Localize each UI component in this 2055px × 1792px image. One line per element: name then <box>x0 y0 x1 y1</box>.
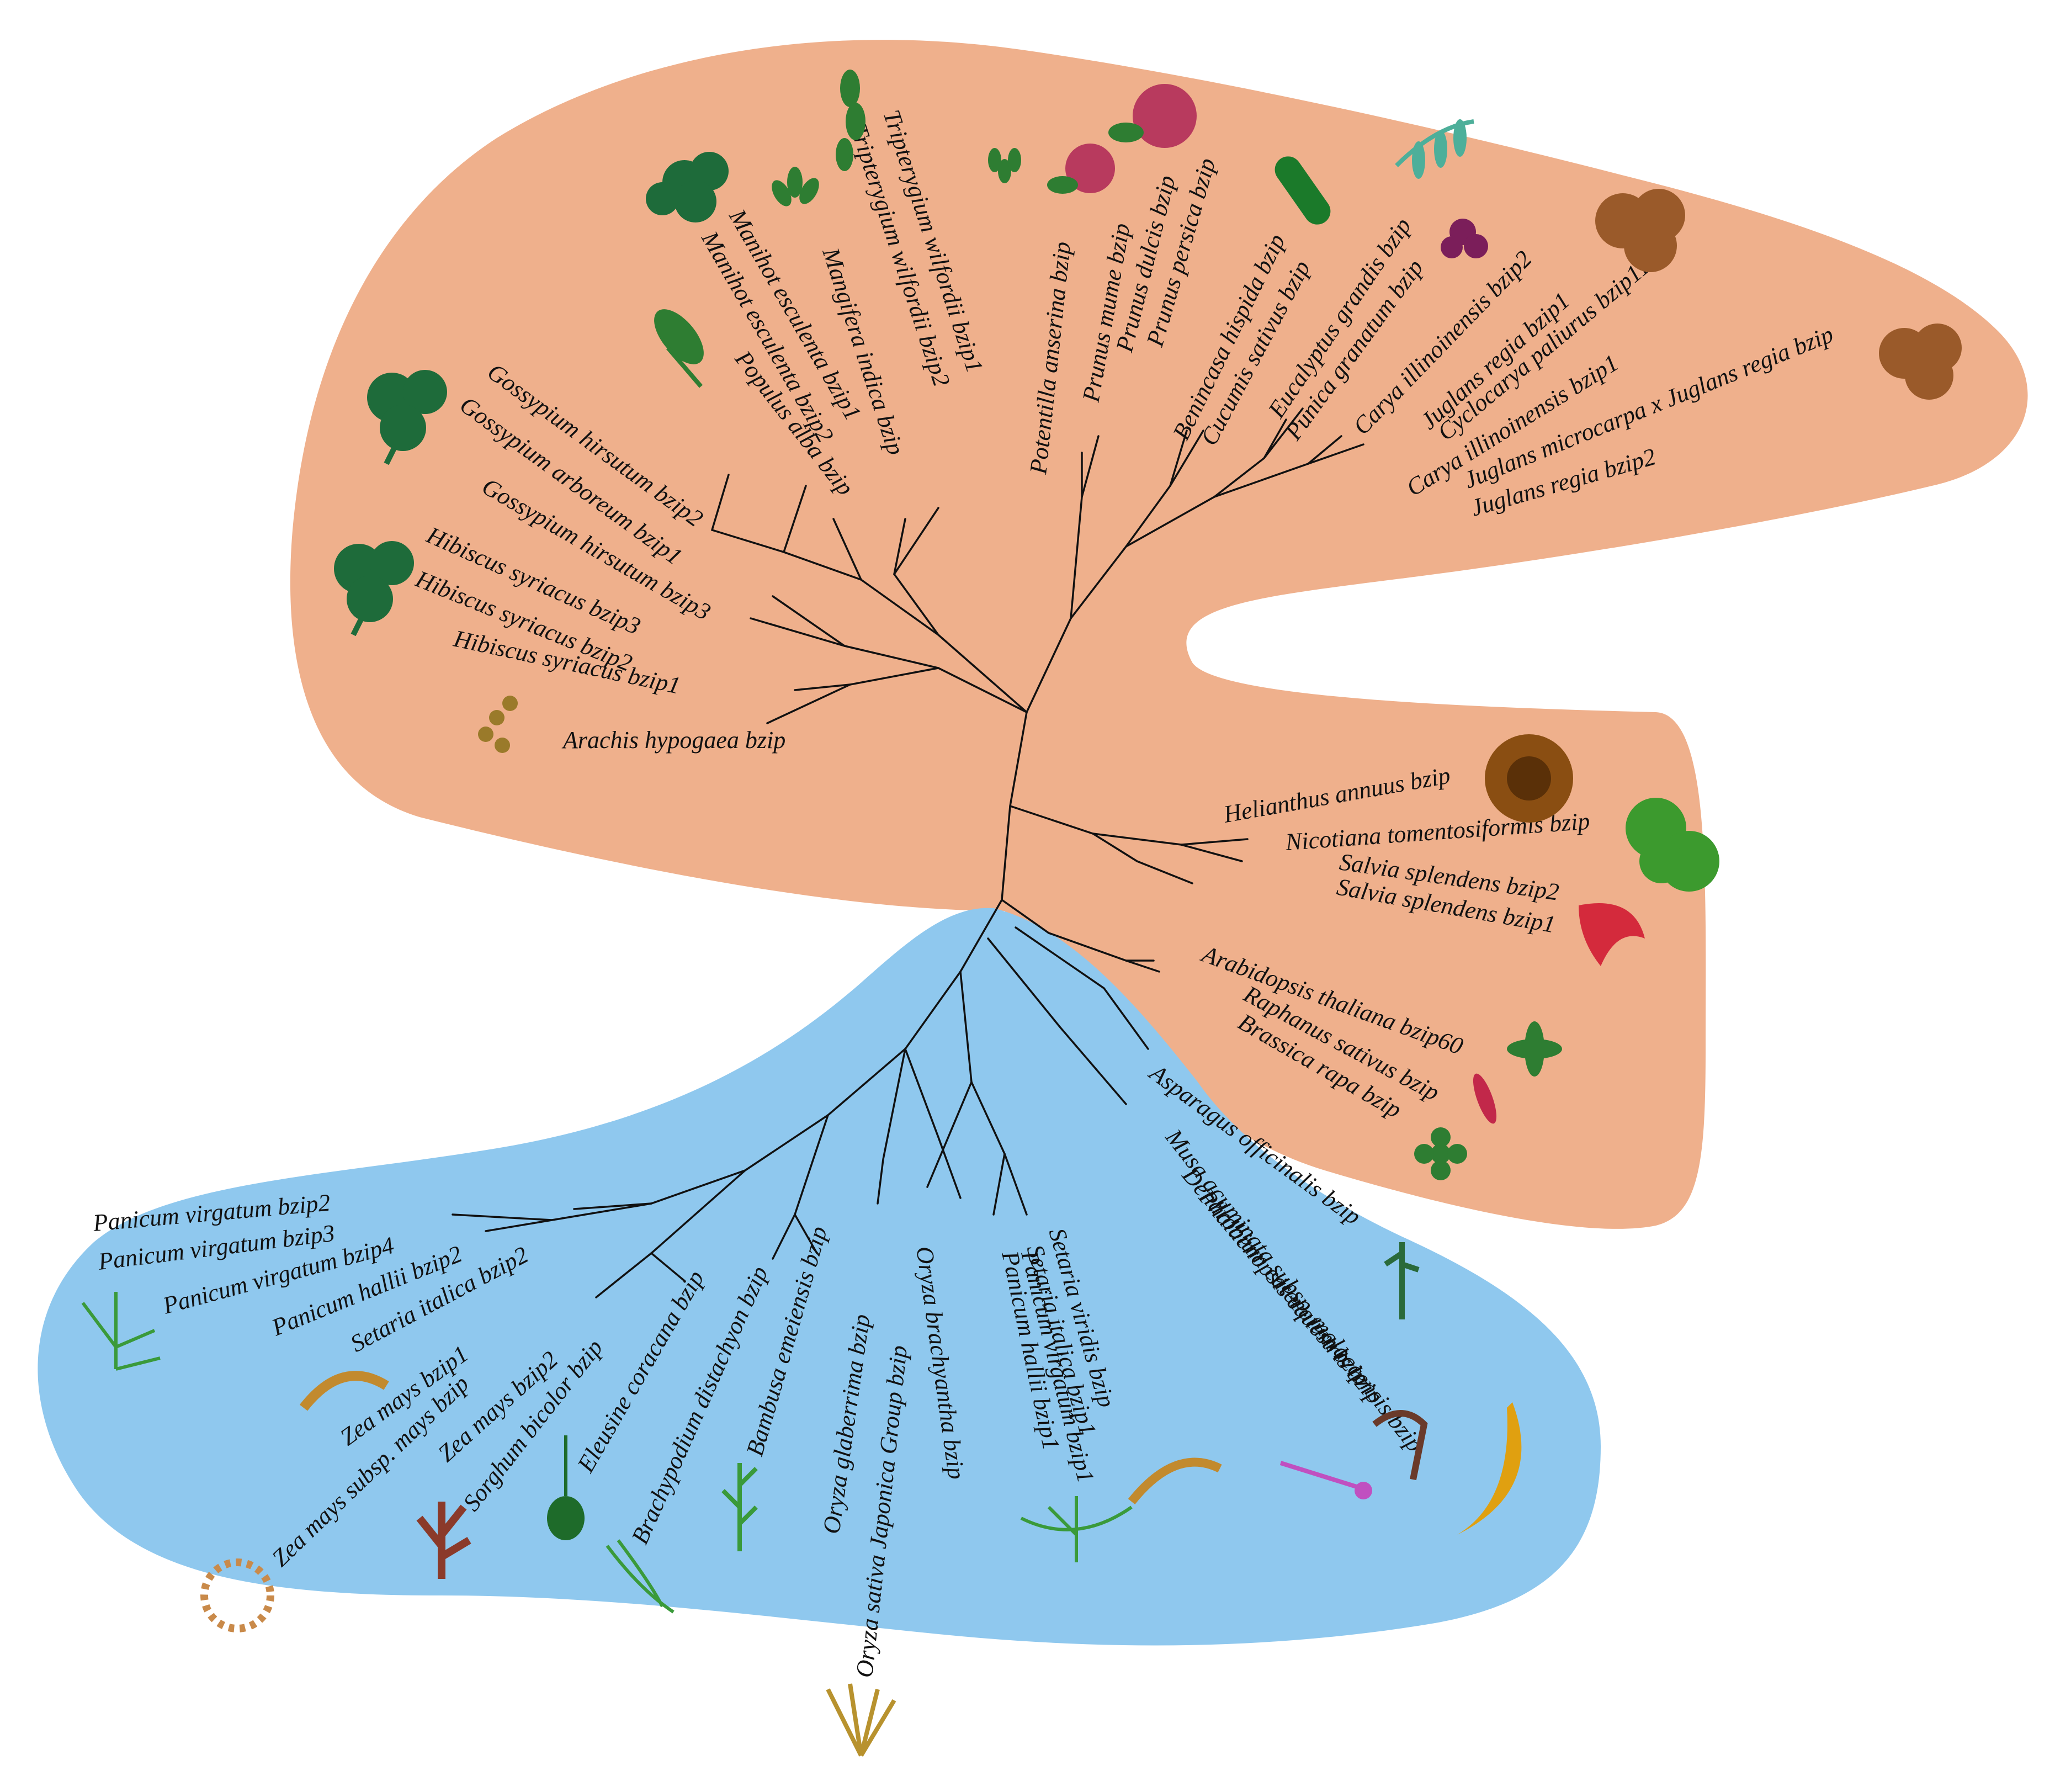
eucalyptus-icon <box>1395 119 1474 179</box>
leaf-sprig-icon <box>772 167 819 206</box>
orchid-icon <box>1279 1461 1372 1499</box>
plant-leaf-icon <box>334 541 414 637</box>
sunflower-icon <box>1485 734 1573 823</box>
radish-icon <box>1473 1073 1497 1124</box>
banana-icon <box>1457 1402 1522 1535</box>
fruit-icon <box>1047 144 1115 194</box>
plant-icons <box>81 70 1962 1757</box>
grass-icon <box>81 1292 161 1371</box>
rosette-icon <box>1414 1127 1467 1180</box>
sorghum-icon <box>416 1502 471 1579</box>
pomegranate-flower-icon <box>1441 219 1488 258</box>
salvia-icon <box>1579 903 1645 966</box>
dendrobium-icon <box>1372 1410 1428 1481</box>
leaf-sprig-icon <box>654 309 704 388</box>
leaf-sprig-icon <box>988 148 1021 183</box>
leaf-label: Arachis hypogaea bzip <box>561 727 785 754</box>
walnut-icon <box>1879 324 1962 400</box>
walnut-icon <box>1595 189 1685 272</box>
rice-icon <box>826 1683 896 1757</box>
grain-head-icon <box>299 1371 389 1411</box>
tobacco-icon <box>1626 798 1719 892</box>
leaf-sprig-icon <box>478 696 518 753</box>
grass-icon <box>721 1463 758 1551</box>
grain-head-icon <box>1128 1457 1222 1504</box>
cucumber-icon <box>1275 156 1331 225</box>
rosette-icon <box>1507 1021 1562 1077</box>
leaf-sprig-icon <box>836 70 865 171</box>
asparagus-icon <box>1384 1242 1420 1319</box>
grass-icon <box>1020 1496 1133 1562</box>
tree-branches <box>452 407 1364 1298</box>
plant-leaf-icon <box>367 370 447 465</box>
corn-tassel-icon <box>200 1558 274 1632</box>
fruit-icon <box>1108 84 1197 148</box>
grass-icon <box>606 1539 675 1614</box>
plant-leaf-icon <box>646 152 729 222</box>
eleusine-icon <box>547 1435 585 1540</box>
